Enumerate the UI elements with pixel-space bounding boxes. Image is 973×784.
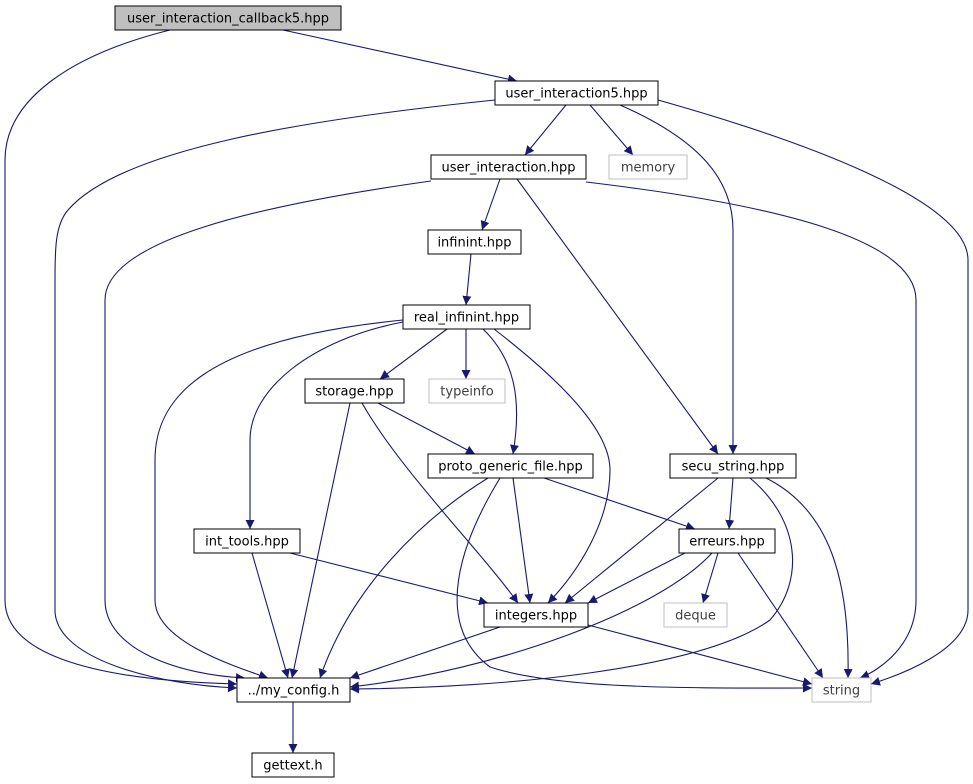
edge-integers-to-my-config: [349, 626, 501, 680]
edge-secu-string-to-integers: [564, 477, 719, 604]
node-label: integers.hpp: [495, 609, 577, 624]
node-box: [428, 378, 506, 404]
edge-real-infinint-to-proto-generic-file: [482, 328, 519, 455]
edge-secu-string-to-string: [765, 477, 853, 679]
edge-real-infinint-to-int-tools: [245, 321, 404, 529]
node-memory: memory: [608, 154, 688, 180]
node-label: user_interaction5.hpp: [505, 87, 647, 102]
node-box: [669, 453, 797, 479]
node-label: deque: [675, 609, 716, 624]
edge-user-interaction-callback5-to-my-config: [4, 29, 238, 689]
node-int-tools[interactable]: int_tools.hpp: [193, 528, 301, 554]
node-my-config[interactable]: ../my_config.h: [236, 677, 351, 703]
node-box: [402, 304, 531, 330]
node-proto-generic-file[interactable]: proto_generic_file.hpp: [427, 453, 594, 479]
edge-int-tools-to-my-config: [251, 552, 290, 679]
edge-storage-to-proto-generic-file: [377, 402, 476, 455]
node-label: int_tools.hpp: [205, 535, 289, 550]
node-label: storage.hpp: [315, 385, 393, 400]
edge-infinint-to-real-infinint: [462, 253, 472, 306]
node-box: [427, 229, 522, 255]
node-label: user_interaction.hpp: [441, 161, 575, 176]
node-real-infinint[interactable]: real_infinint.hpp: [402, 304, 531, 330]
node-erreurs[interactable]: erreurs.hpp: [678, 528, 776, 554]
edge-user-interaction5-to-user-interaction: [524, 104, 567, 156]
node-user-interaction5[interactable]: user_interaction5.hpp: [494, 80, 659, 106]
node-label: memory: [621, 161, 676, 176]
edge-user-interaction-callback5-to-user-interaction5: [282, 29, 518, 84]
node-infinint[interactable]: infinint.hpp: [427, 229, 522, 255]
edge-secu-string-to-erreurs: [725, 477, 735, 530]
node-label: user_interaction_callback5.hpp: [127, 12, 329, 27]
node-user-interaction[interactable]: user_interaction.hpp: [430, 154, 587, 180]
node-storage[interactable]: storage.hpp: [304, 378, 405, 404]
edge-proto-generic-file-to-string: [456, 477, 813, 693]
edge-erreurs-to-string: [737, 552, 824, 679]
edge-user-interaction-to-my-config: [104, 180, 432, 683]
edge-erreurs-to-deque: [701, 552, 719, 604]
node-label: infinint.hpp: [437, 236, 511, 251]
node-label: secu_string.hpp: [682, 460, 785, 475]
node-label: gettext.h: [263, 759, 322, 774]
edge-proto-generic-file-to-erreurs: [543, 477, 696, 531]
edge-storage-to-my-config: [289, 402, 351, 679]
node-box: [430, 154, 587, 180]
node-box: [663, 602, 728, 628]
node-label: string: [823, 684, 860, 699]
node-integers[interactable]: integers.hpp: [483, 602, 589, 628]
node-secu-string[interactable]: secu_string.hpp: [669, 453, 797, 479]
node-box: [193, 528, 301, 554]
edge-real-infinint-to-integers: [493, 328, 611, 604]
node-box: [483, 602, 589, 628]
node-box: [608, 154, 688, 180]
node-label: proto_generic_file.hpp: [438, 460, 583, 475]
edge-real-infinint-to-storage: [379, 328, 448, 380]
node-box: [304, 378, 405, 404]
edge-user-interaction5-to-string: [657, 99, 969, 686]
edge-int-tools-to-integers: [289, 552, 489, 606]
node-box: [114, 5, 342, 31]
node-box: [494, 80, 659, 106]
nodes-layer: user_interaction_callback5.hpp user_inter…: [114, 5, 872, 778]
edge-user-interaction-to-infinint: [480, 178, 501, 231]
node-box: [811, 677, 872, 703]
edge-secu-string-to-my-config: [349, 477, 794, 694]
node-deque: deque: [663, 602, 728, 628]
edge-integers-to-string: [587, 624, 813, 687]
node-label: ../my_config.h: [248, 684, 340, 699]
edge-proto-generic-file-to-integers: [512, 477, 534, 604]
node-box: [236, 677, 351, 703]
edge-erreurs-to-my-config: [349, 552, 713, 691]
edges-layer: [4, 29, 969, 753]
node-box: [427, 453, 594, 479]
node-box: [678, 528, 776, 554]
edge-user-interaction5-to-my-config: [54, 99, 496, 693]
node-label: typeinfo: [440, 385, 493, 400]
edge-user-interaction-to-string: [585, 181, 917, 679]
edge-storage-to-integers: [361, 402, 519, 604]
node-typeinfo: typeinfo: [428, 378, 506, 404]
node-label: real_infinint.hpp: [414, 311, 519, 326]
edge-real-infinint-to-my-config: [154, 319, 404, 680]
edge-user-interaction5-to-memory: [589, 104, 634, 156]
edge-user-interaction5-to-secu-string: [619, 104, 738, 454]
node-label: erreurs.hpp: [689, 535, 764, 550]
edge-erreurs-to-integers: [587, 552, 686, 604]
edge-proto-generic-file-to-my-config: [318, 477, 489, 679]
edge-user-interaction-to-secu-string: [516, 178, 719, 455]
node-string: string: [811, 677, 872, 703]
node-box: [251, 752, 335, 778]
node-gettext[interactable]: gettext.h: [251, 752, 335, 778]
node-user-interaction-callback5[interactable]: user_interaction_callback5.hpp: [114, 5, 342, 31]
